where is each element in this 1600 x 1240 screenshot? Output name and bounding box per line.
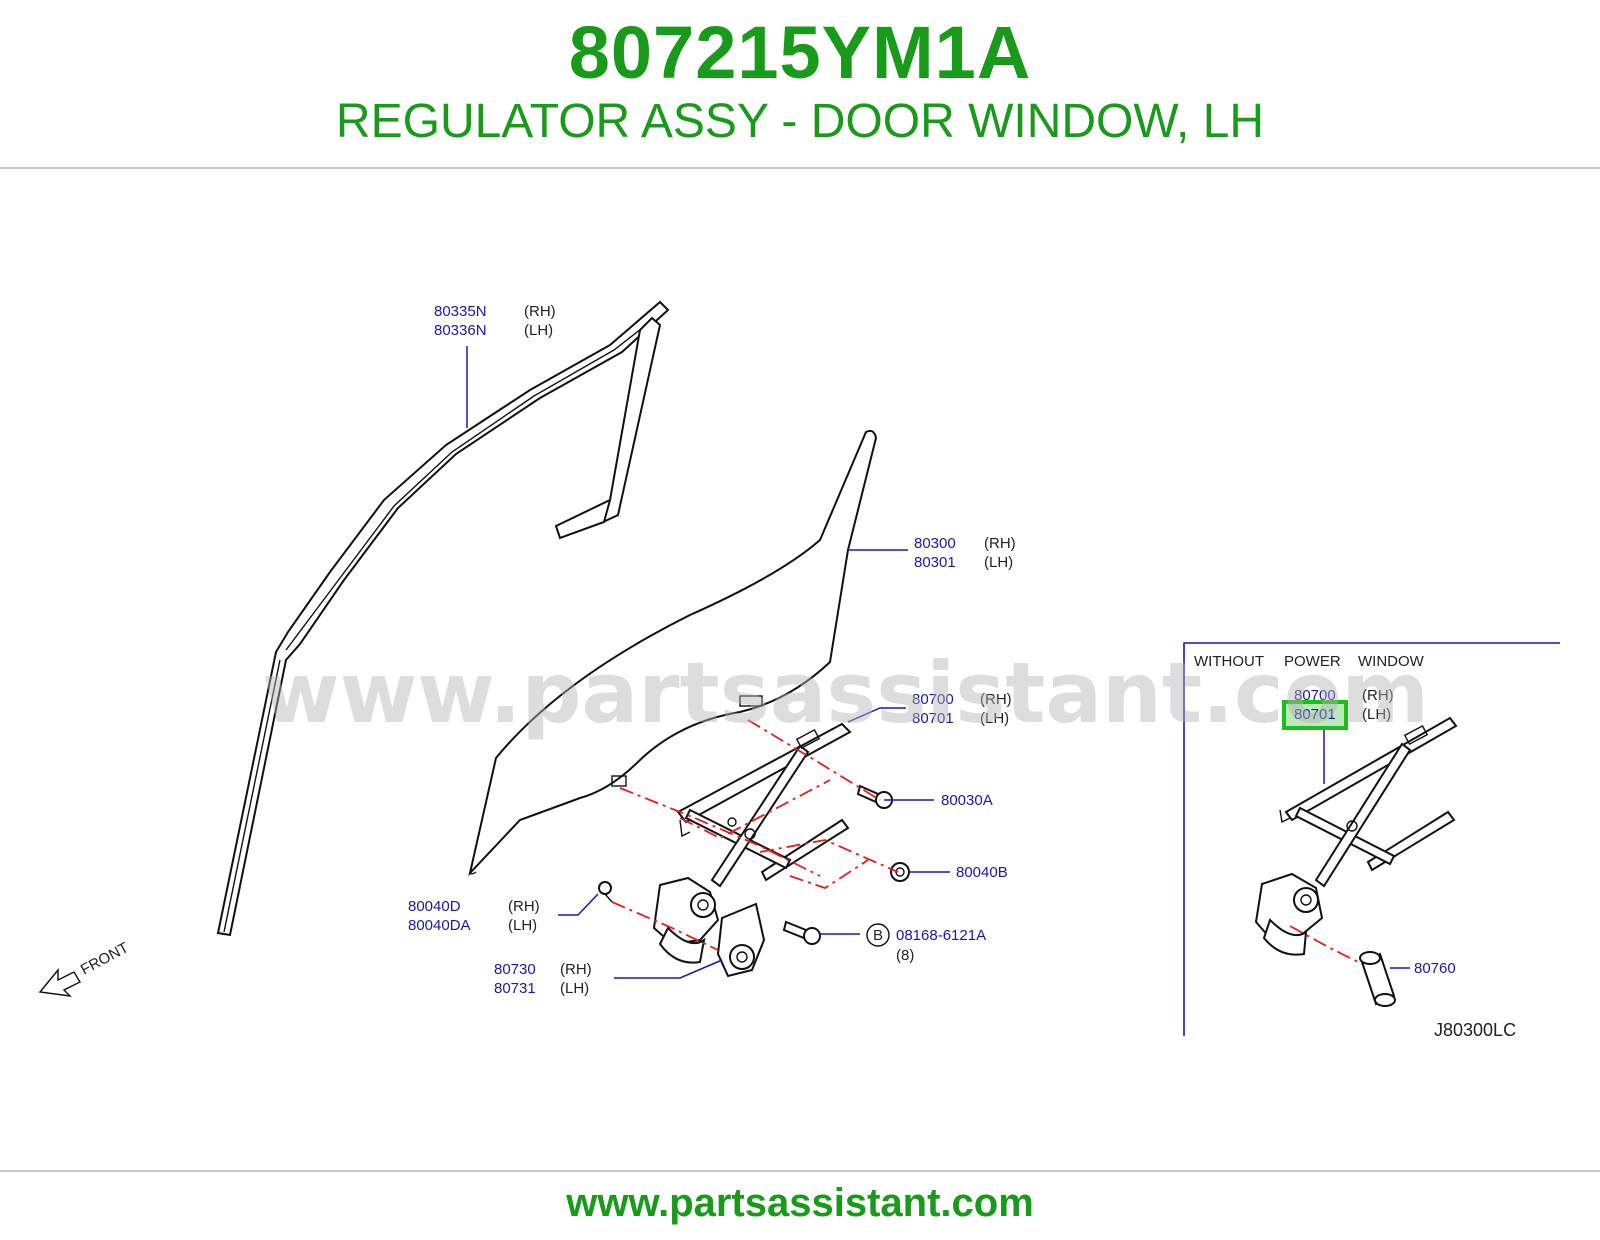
drawing-code: J80300LC xyxy=(1434,1020,1516,1040)
callout-screw: 80040D (RH) 80040DA (LH) xyxy=(408,898,540,934)
screw-80040d[interactable] xyxy=(598,881,613,903)
label-motor-rh[interactable]: 80730 xyxy=(494,961,536,978)
highlighted-part-box[interactable] xyxy=(1282,700,1348,730)
front-direction-indicator: FRONT xyxy=(38,939,132,997)
bolt-08168-6121a[interactable] xyxy=(782,920,821,945)
label-motor-lh[interactable]: 80731 xyxy=(494,980,536,997)
label-sash-rh[interactable]: 80335N xyxy=(434,303,487,320)
glass-bracket-lower xyxy=(611,775,627,787)
callout-glass: 80300 (RH) 80301 (LH) xyxy=(914,535,1016,571)
callout-bolt-b: B 08168-6121A (8) xyxy=(866,923,986,964)
label-glass-lh-side: (LH) xyxy=(984,554,1013,571)
part-number-title: 807215YM1A xyxy=(568,11,1032,94)
label-motor-lh-side: (LH) xyxy=(560,980,589,997)
label-screw-rh-side: (RH) xyxy=(508,898,540,915)
callout-sash: 80335N (RH) 80336N (LH) xyxy=(434,303,556,339)
inset-title-2: POWER xyxy=(1284,653,1341,670)
nut-80040b[interactable] xyxy=(890,862,910,882)
label-bolt-b[interactable]: 08168-6121A xyxy=(896,927,986,944)
page-header: 807215YM1A REGULATOR ASSY - DOOR WINDOW,… xyxy=(0,0,1600,168)
label-screw-lh-side: (LH) xyxy=(508,917,537,934)
bolt-b-marker-circle xyxy=(866,923,890,947)
part-description: REGULATOR ASSY - DOOR WINDOW, LH xyxy=(335,95,1265,148)
door-glass[interactable] xyxy=(468,429,878,877)
front-arrow-icon xyxy=(38,968,81,997)
label-screw-rh[interactable]: 80040D xyxy=(408,898,461,915)
inset-title-1: WITHOUT xyxy=(1194,653,1264,670)
label-regulator-rh-side: (RH) xyxy=(980,691,1012,708)
label-bolt-80030a[interactable]: 80030A xyxy=(941,792,993,809)
inset-label-regulator-lh[interactable]: 80701 xyxy=(1294,706,1336,723)
label-nut-80040b[interactable]: 80040B xyxy=(956,864,1008,881)
label-bolt-b-qty: (8) xyxy=(896,947,914,964)
window-sash-channel[interactable] xyxy=(216,300,670,937)
parts-diagram: 80335N (RH) 80336N (LH) 80300 (RH) 80301… xyxy=(38,300,1560,1040)
label-glass-rh[interactable]: 80300 xyxy=(914,535,956,552)
label-bolt-b-marker: B xyxy=(873,927,883,944)
footer-website-link[interactable]: www.partsassistant.com xyxy=(566,1181,1034,1225)
callout-regulator: 80700 (RH) 80701 (LH) xyxy=(912,691,1012,727)
inset-label-regulator-rh-side: (RH) xyxy=(1362,687,1394,704)
label-screw-lh[interactable]: 80040DA xyxy=(408,917,471,934)
inset-title-3: WINDOW xyxy=(1358,653,1425,670)
header-divider xyxy=(0,167,1600,169)
label-glass-rh-side: (RH) xyxy=(984,535,1016,552)
assembly-lines xyxy=(611,719,899,951)
callout-motor: 80730 (RH) 80731 (LH) xyxy=(494,961,592,997)
leader-lines xyxy=(466,346,950,979)
watermark-text: www.partsassistant.com xyxy=(262,644,1429,742)
inset-window-handle[interactable] xyxy=(1359,951,1396,1007)
label-regulator-rh[interactable]: 80700 xyxy=(912,691,954,708)
label-regulator-lh[interactable]: 80701 xyxy=(912,710,954,727)
inset-without-power-window: WITHOUT POWER WINDOW 80700 (RH) 80701 (L… xyxy=(1183,642,1560,1040)
inset-label-handle[interactable]: 80760 xyxy=(1414,960,1456,977)
label-sash-lh[interactable]: 80336N xyxy=(434,322,487,339)
inset-manual-regulator[interactable] xyxy=(1254,716,1458,956)
window-regulator[interactable] xyxy=(676,722,852,888)
label-glass-lh[interactable]: 80301 xyxy=(914,554,956,571)
footer-divider xyxy=(0,1170,1600,1172)
label-sash-lh-side: (LH) xyxy=(524,322,553,339)
inset-label-regulator-lh-side: (LH) xyxy=(1362,706,1391,723)
inset-frame xyxy=(1183,642,1560,1036)
label-sash-rh-side: (RH) xyxy=(524,303,556,320)
label-regulator-lh-side: (LH) xyxy=(980,710,1009,727)
label-motor-rh-side: (RH) xyxy=(560,961,592,978)
label-front: FRONT xyxy=(78,939,132,978)
glass-bracket-upper xyxy=(739,695,763,707)
inset-label-regulator-rh[interactable]: 80700 xyxy=(1294,687,1336,704)
